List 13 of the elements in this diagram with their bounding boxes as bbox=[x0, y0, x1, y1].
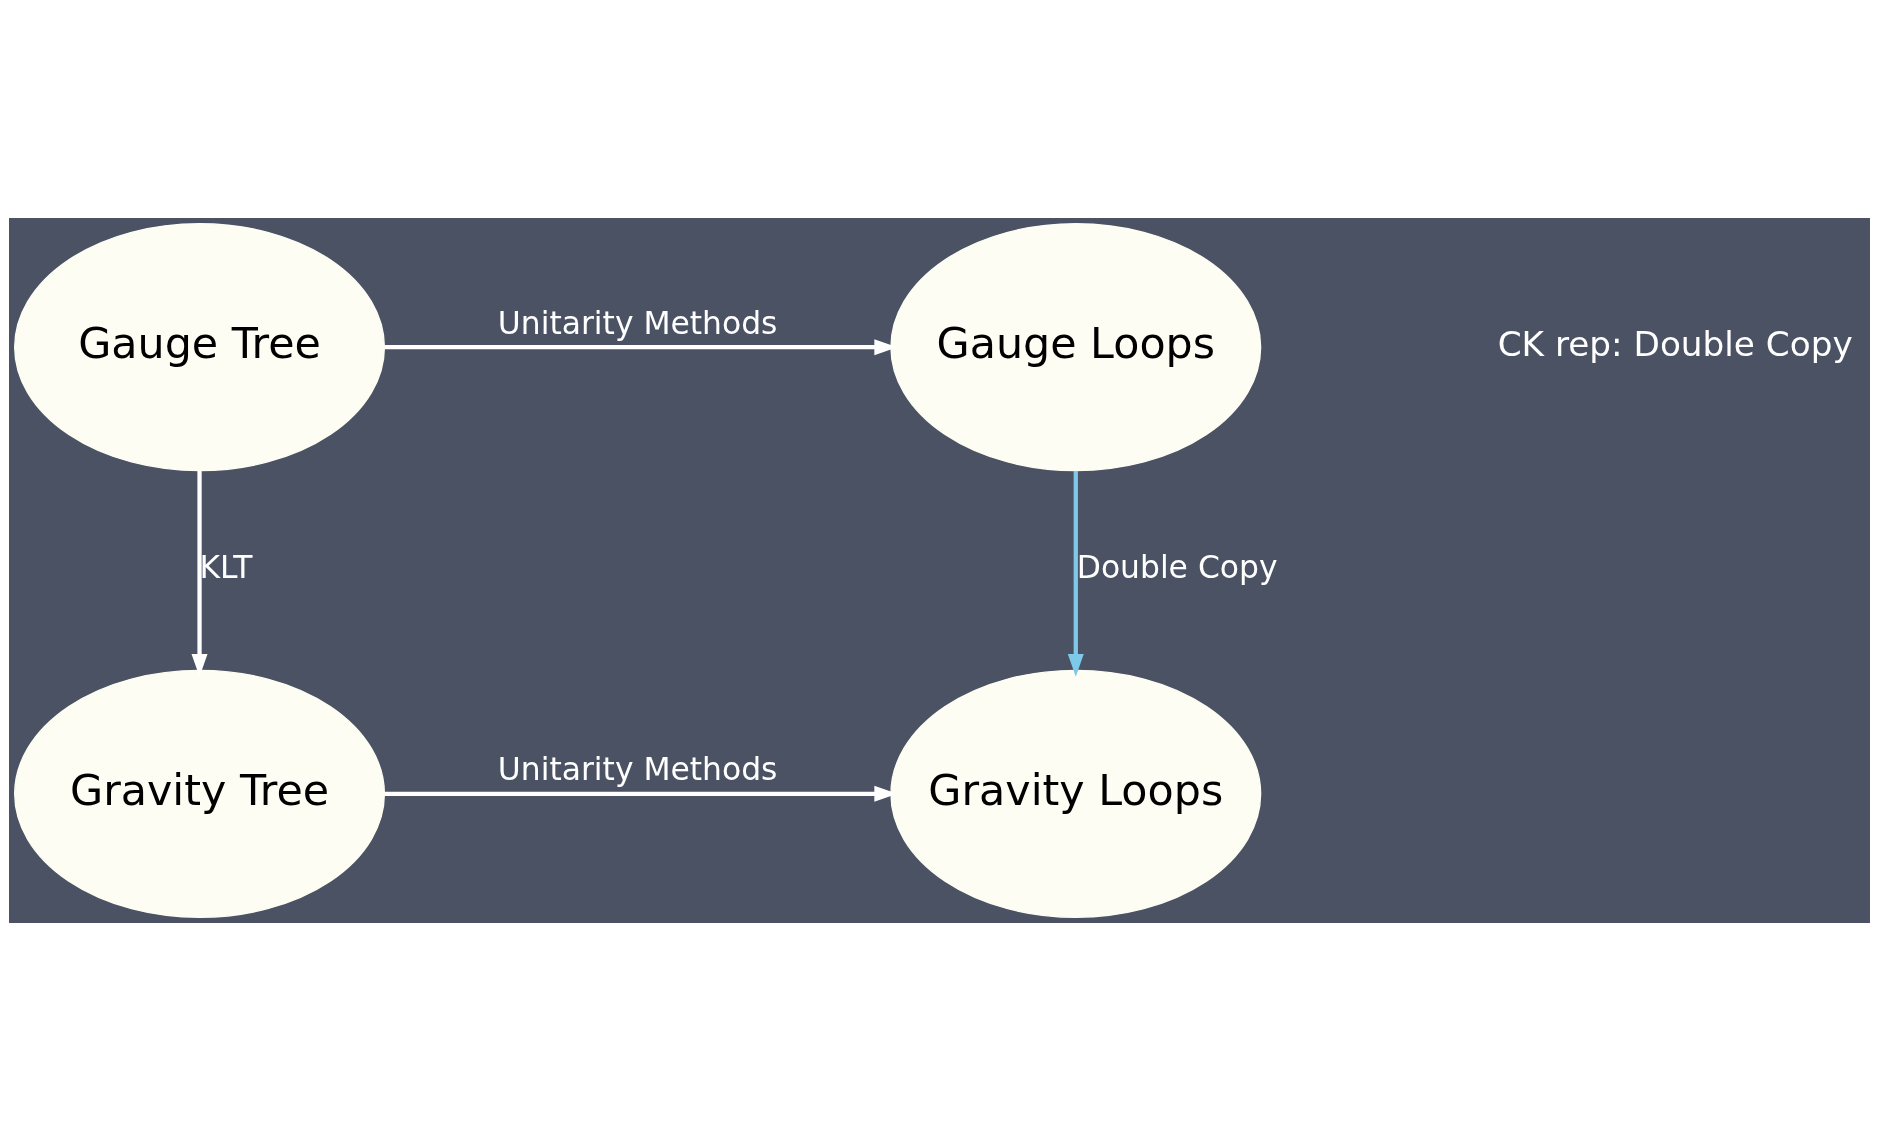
edge-label: KLT bbox=[199, 549, 253, 586]
edge-label: Unitarity Methods bbox=[497, 751, 778, 788]
node-ellipse: Gauge Loops bbox=[890, 223, 1262, 472]
node-ellipse: Gravity Tree bbox=[14, 669, 386, 918]
edge-label: Unitarity Methods bbox=[497, 304, 778, 341]
arrow bbox=[1067, 471, 1084, 677]
arrow bbox=[191, 471, 208, 677]
node-ellipse: Gravity Loops bbox=[890, 669, 1262, 918]
arrow bbox=[384, 339, 898, 356]
arrow bbox=[384, 785, 898, 802]
label: CK rep: Double Copy bbox=[1497, 324, 1853, 364]
edge-label: Double Copy bbox=[1076, 549, 1278, 586]
node-ellipse: Gauge Tree bbox=[14, 223, 386, 472]
